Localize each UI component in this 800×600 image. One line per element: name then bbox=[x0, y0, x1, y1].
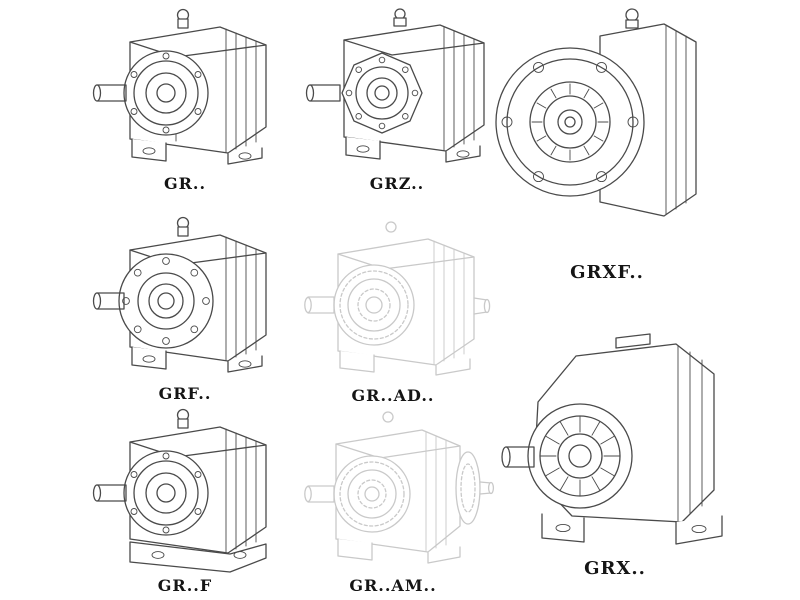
figure-gr-am: GR..AM.. bbox=[288, 402, 498, 595]
input-shaft-adapter bbox=[473, 297, 488, 315]
figure-grz: GRZ.. bbox=[292, 2, 502, 193]
gearbox-drawing-gr-ad bbox=[304, 221, 491, 376]
figure-grxf: GRXF.. bbox=[482, 0, 732, 283]
gearbox-drawing-grf bbox=[92, 216, 267, 373]
cooling-ribs bbox=[665, 25, 687, 215]
gearbox-drawing-grx bbox=[501, 333, 723, 545]
mounting-foot bbox=[131, 346, 167, 370]
figure-grf: GRF.. bbox=[80, 210, 290, 403]
mounting-foot bbox=[345, 136, 381, 160]
figure-gr: GR.. bbox=[80, 2, 290, 193]
gear-teeth bbox=[339, 270, 409, 340]
figure-gr-f: GR..F bbox=[80, 402, 290, 595]
figure-label-gr-am: GR..AM.. bbox=[349, 576, 437, 595]
gear-teeth bbox=[339, 461, 405, 527]
input-shaft-end bbox=[564, 116, 576, 128]
mounting-foot bbox=[227, 147, 263, 165]
bolt-holes bbox=[345, 56, 419, 130]
figure-gr-ad: GR..AD.. bbox=[288, 212, 498, 405]
figure-label-gr-f: GR..F bbox=[157, 576, 213, 595]
base-plate bbox=[129, 541, 267, 573]
mounting-foot bbox=[435, 358, 471, 376]
gearbox-drawing-grz bbox=[305, 8, 485, 163]
mounting-foot bbox=[339, 350, 375, 373]
figure-label-gr: GR.. bbox=[163, 174, 207, 193]
bolt-holes bbox=[130, 52, 202, 134]
gearbox-drawing-gr bbox=[92, 8, 267, 165]
mounting-foot bbox=[227, 355, 263, 373]
gearbox-drawing-grxf bbox=[495, 8, 697, 217]
figure-label-grf: GRF.. bbox=[158, 384, 212, 403]
cooling-ribs bbox=[433, 240, 465, 365]
cooling-ribs bbox=[425, 431, 447, 552]
bearing-cover bbox=[333, 264, 415, 346]
motor-adapter-flange bbox=[455, 451, 481, 525]
flange-bolt-holes bbox=[501, 61, 639, 183]
figure-label-grx: GRX.. bbox=[584, 558, 646, 579]
inspection-cover bbox=[615, 333, 651, 349]
bolt-holes bbox=[130, 452, 202, 534]
mounting-foot bbox=[131, 138, 167, 162]
mounting-foot bbox=[541, 513, 585, 543]
lifting-eye-icon bbox=[382, 411, 394, 423]
flange-bolt-holes bbox=[122, 257, 210, 345]
output-shaft bbox=[307, 296, 335, 314]
output-shaft bbox=[309, 84, 341, 102]
mounting-foot bbox=[445, 145, 481, 163]
hub-ribs bbox=[539, 415, 621, 497]
bearing-cover bbox=[123, 450, 209, 536]
figure-label-gr-ad: GR..AD.. bbox=[351, 386, 435, 405]
output-shaft bbox=[96, 484, 127, 502]
gearbox-drawing-gr-f bbox=[92, 408, 267, 573]
cooling-ribs bbox=[443, 26, 475, 151]
mounting-foot bbox=[675, 515, 723, 545]
figure-label-grxf: GRXF.. bbox=[570, 262, 644, 283]
lifting-eye-icon bbox=[625, 8, 639, 22]
hub-ribs bbox=[531, 83, 609, 161]
output-shaft bbox=[96, 292, 125, 310]
output-shaft bbox=[505, 446, 535, 468]
lifting-eye-icon bbox=[385, 221, 397, 233]
mounting-foot bbox=[427, 546, 461, 564]
cooling-ribs bbox=[225, 28, 257, 153]
gearbox-drawing-gr-am bbox=[304, 411, 495, 564]
cooling-ribs bbox=[225, 236, 257, 361]
cooling-ribs bbox=[225, 428, 257, 553]
output-shaft bbox=[96, 84, 127, 102]
bearing-hub bbox=[527, 403, 633, 509]
bearing-cover bbox=[341, 52, 423, 134]
mounting-foot bbox=[337, 538, 373, 561]
figure-grx: GRX.. bbox=[480, 318, 750, 579]
bearing-cover bbox=[333, 455, 411, 533]
mounting-flange bbox=[118, 253, 214, 349]
bearing-cover bbox=[123, 50, 209, 136]
output-shaft bbox=[307, 485, 335, 503]
cooling-ribs bbox=[677, 345, 703, 522]
figure-label-grz: GRZ.. bbox=[369, 174, 425, 193]
